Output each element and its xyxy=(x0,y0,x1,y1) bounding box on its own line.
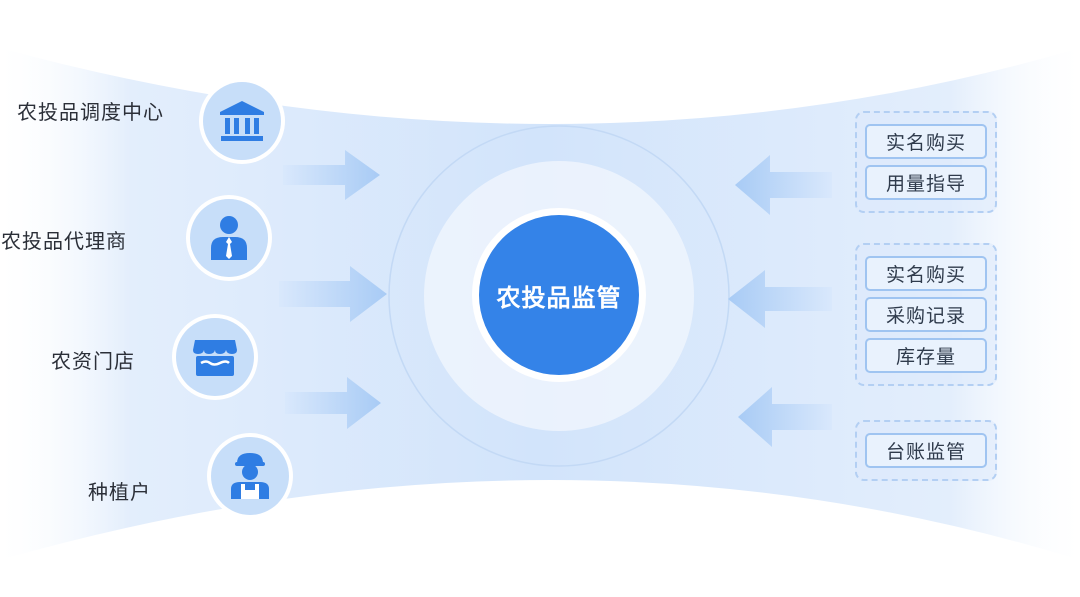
left-arrows xyxy=(279,150,387,429)
center-node: 农投品监管 xyxy=(479,215,639,375)
center-label: 农投品监管 xyxy=(496,283,622,312)
arrow-left-1 xyxy=(735,155,832,215)
actor-label-agent: 农投品代理商 xyxy=(1,229,127,253)
chip-real-name-purchase: 实名购买 xyxy=(865,124,987,159)
control-group-1: 实名购买 用量指导 xyxy=(855,111,997,213)
chip-ledger-supervision: 台账监管 xyxy=(865,433,987,468)
actor-label-dispatch-center: 农投品调度中心 xyxy=(17,100,164,124)
arrow-left-3 xyxy=(738,387,832,447)
chip-purchase-records: 采购记录 xyxy=(865,297,987,332)
store-icon xyxy=(176,318,254,396)
businessman-icon xyxy=(190,199,268,277)
arrow-right-3 xyxy=(285,377,381,429)
control-group-3: 台账监管 xyxy=(855,420,997,481)
arrow-right-2 xyxy=(279,266,387,322)
arrow-right-1 xyxy=(283,150,380,200)
actor-label-grower: 种植户 xyxy=(88,480,151,504)
chip-dosage-guidance: 用量指导 xyxy=(865,165,987,200)
chip-real-name-purchase: 实名购买 xyxy=(865,256,987,291)
actor-label-store: 农资门店 xyxy=(51,349,135,373)
outer-ring xyxy=(388,125,730,467)
right-arrows xyxy=(728,155,832,447)
control-group-2: 实名购买 采购记录 库存量 xyxy=(855,243,997,386)
bank-icon xyxy=(203,82,281,160)
arrow-left-2 xyxy=(728,270,832,328)
farmer-icon xyxy=(211,437,289,515)
chip-inventory: 库存量 xyxy=(865,338,987,373)
